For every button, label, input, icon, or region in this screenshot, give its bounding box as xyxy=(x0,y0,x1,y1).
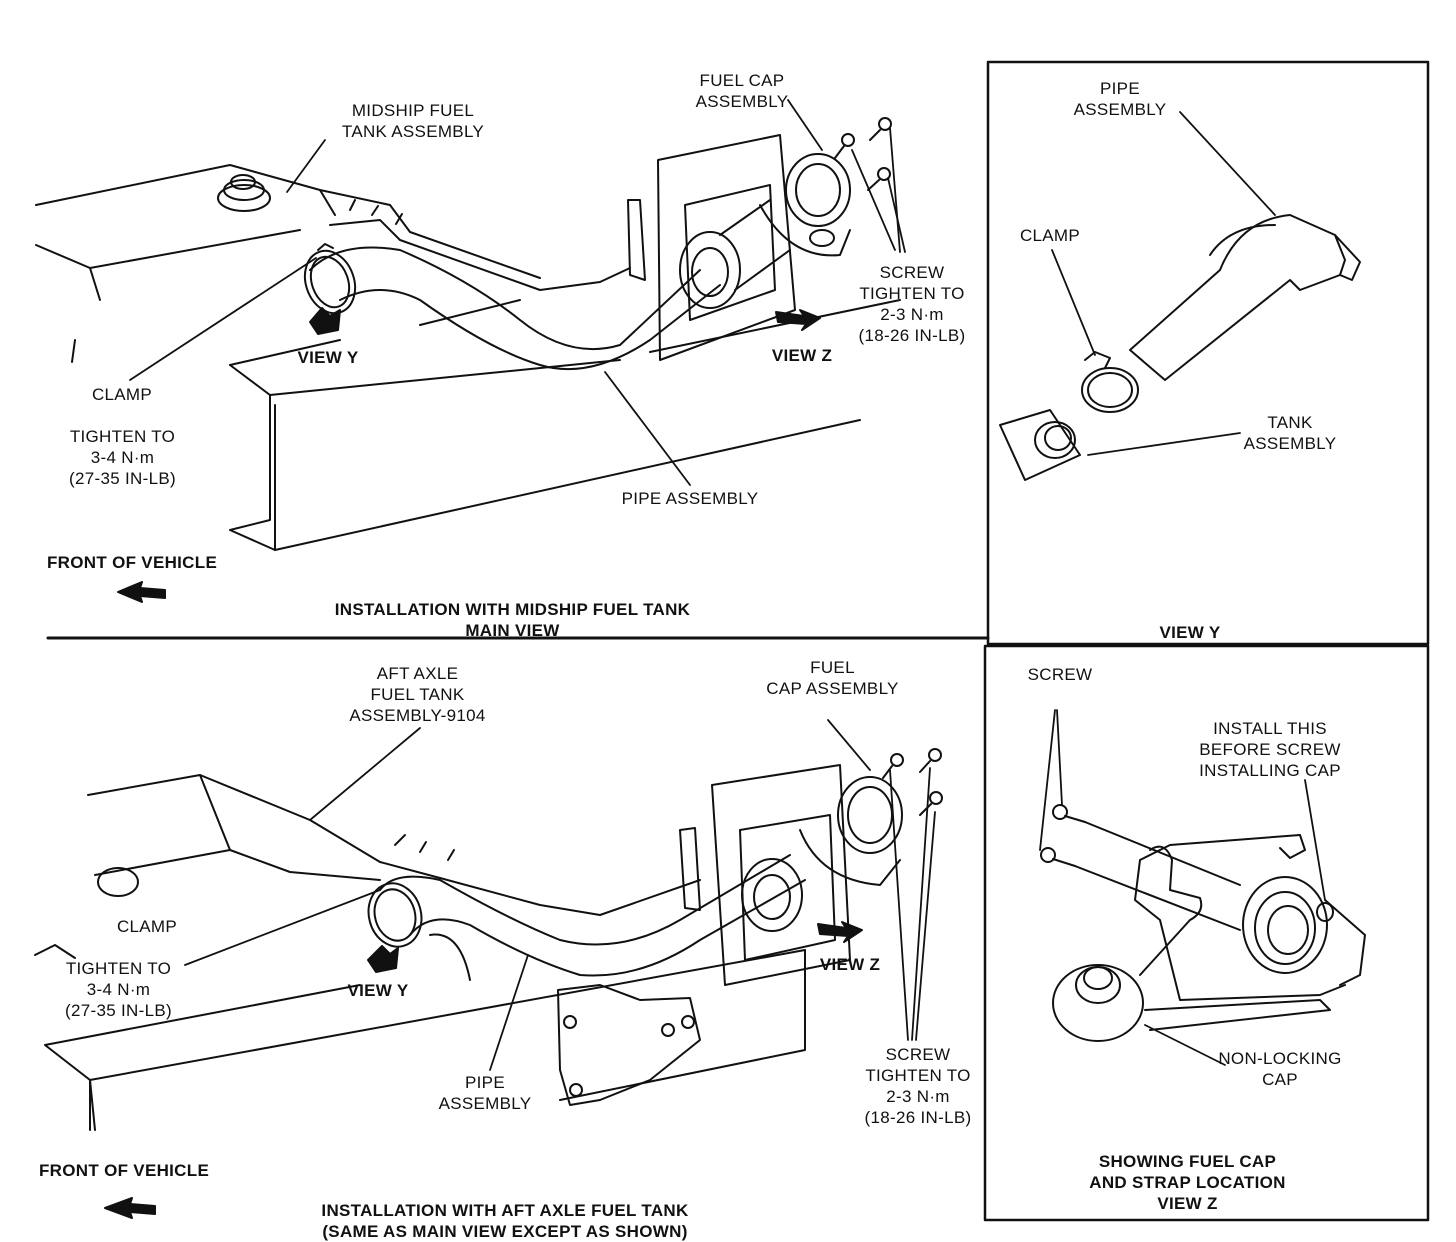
midship-filler-bracket xyxy=(627,134,796,361)
midship-frame-rail xyxy=(229,299,901,551)
main-clamp-torque-label: TIGHTEN TO 3-4 N·m (27-35 IN-LB) xyxy=(69,427,176,488)
aft-clamp-label: CLAMP xyxy=(116,917,178,936)
view-z-frame xyxy=(983,644,1430,1222)
view-y-caption: VIEW Y xyxy=(1159,623,1221,642)
view-y-parts xyxy=(999,214,1361,481)
main-fuel-cap-label: FUEL CAP ASSEMBLY xyxy=(695,71,789,111)
view-y-clamp-label: CLAMP xyxy=(1019,226,1081,245)
view-y-leader-lines xyxy=(1051,111,1276,456)
main-view-caption: INSTALLATION WITH MIDSHIP FUEL TANK MAIN… xyxy=(334,600,691,640)
aft-leader-lines xyxy=(184,719,936,1071)
aft-view-y-label: VIEW Y xyxy=(347,981,409,1000)
aft-filler-bracket xyxy=(679,764,851,986)
aft-view-arrows xyxy=(367,921,863,973)
aft-filler-pipe xyxy=(367,854,806,981)
aft-front-arrow xyxy=(104,1197,156,1219)
aft-clamp-torque-label: TIGHTEN TO 3-4 N·m (27-35 IN-LB) xyxy=(65,959,172,1020)
aft-screw-torque-label: SCREW TIGHTEN TO 2-3 N·m (18-26 IN-LB) xyxy=(864,1045,972,1127)
midship-filler-pipe xyxy=(303,243,721,371)
view-z-caption: SHOWING FUEL CAP AND STRAP LOCATION VIEW… xyxy=(1089,1152,1286,1213)
main-view-z-label: VIEW Z xyxy=(771,346,833,365)
midship-leader-lines xyxy=(129,99,906,486)
midship-view-arrows xyxy=(309,307,821,335)
main-screw-torque-label: SCREW TIGHTEN TO 2-3 N·m (18-26 IN-LB) xyxy=(858,263,966,345)
main-view-y-label: VIEW Y xyxy=(297,348,359,367)
aft-mounting-bracket xyxy=(557,984,701,1106)
aft-fuel-tank-label: AFT AXLE FUEL TANK ASSEMBLY-9104 xyxy=(349,664,486,725)
view-z-install-note-label: INSTALL THIS BEFORE SCREW INSTALLING CAP xyxy=(1199,719,1341,780)
aft-pipe-assembly-label: PIPE ASSEMBLY xyxy=(438,1073,532,1113)
aft-view-caption: INSTALLATION WITH AFT AXLE FUEL TANK (SA… xyxy=(321,1201,689,1241)
aft-fuel-cap-label: FUEL CAP ASSEMBLY xyxy=(766,658,899,698)
aft-fuel-tank xyxy=(34,774,701,959)
aft-fuel-cap xyxy=(799,748,943,886)
view-z-screw-label: SCREW xyxy=(1027,665,1093,684)
midship-fuel-tank-label: MIDSHIP FUEL TANK ASSEMBLY xyxy=(341,101,485,141)
view-y-tank-assembly-label: TANK ASSEMBLY xyxy=(1243,413,1337,453)
midship-fuel-tank xyxy=(35,164,631,363)
main-front-of-vehicle-label: FRONT OF VEHICLE xyxy=(47,553,218,572)
aft-front-of-vehicle-label: FRONT OF VEHICLE xyxy=(39,1161,210,1180)
view-y-frame xyxy=(986,60,1430,646)
main-pipe-assembly-label: PIPE ASSEMBLY xyxy=(621,489,759,508)
view-z-parts xyxy=(1040,804,1366,1042)
midship-fuel-cap xyxy=(759,117,892,257)
view-z-leader-lines xyxy=(1039,709,1326,1066)
aft-view-z-label: VIEW Z xyxy=(819,955,881,974)
midship-front-arrow xyxy=(117,581,166,603)
view-z-non-locking-cap-label: NON-LOCKING CAP xyxy=(1218,1049,1342,1089)
view-y-pipe-assembly-label: PIPE ASSEMBLY xyxy=(1073,79,1167,119)
main-clamp-label: CLAMP xyxy=(91,385,153,404)
